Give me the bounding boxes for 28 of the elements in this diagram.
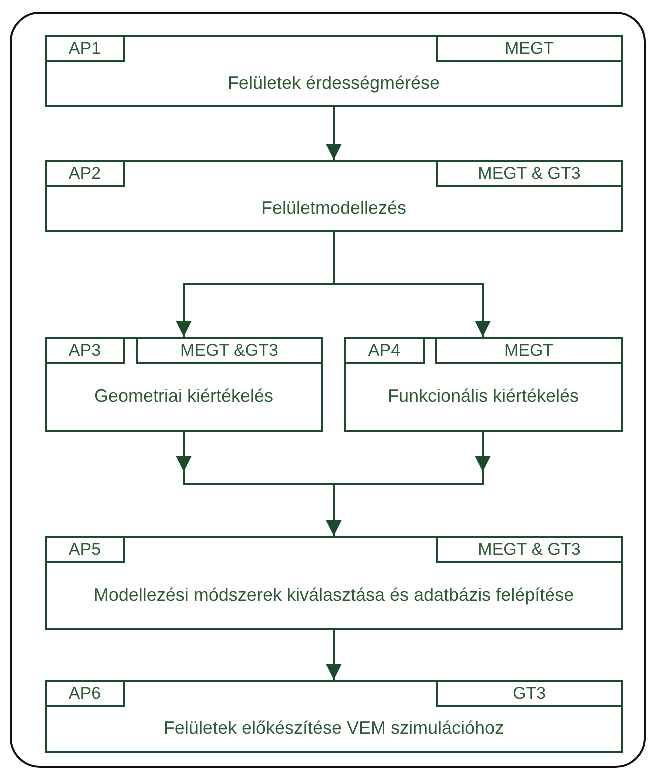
process-box [45, 160, 623, 232]
process-title: Felületek előkészítése VEM szimulációhoz [162, 717, 506, 740]
process-title: Modellezési módszerek kiválasztása és adatbázis felépítése [92, 584, 576, 607]
team-tab: MEGT &GT3 [136, 337, 323, 364]
work-package-tab: AP4 [344, 337, 425, 364]
process-box [45, 35, 623, 107]
process-title: Geometriai kiértékelés [93, 385, 275, 408]
process-box [45, 680, 623, 753]
team-tab: MEGT [435, 337, 623, 364]
process-box [45, 536, 623, 630]
process-box [45, 337, 323, 432]
process-title: Funkcionális kiértékelés [386, 385, 580, 408]
team-tab: MEGT & GT3 [436, 536, 623, 563]
work-package-tab: AP1 [45, 35, 125, 62]
arrow [326, 107, 342, 160]
work-package-tab: AP2 [45, 160, 125, 187]
process-title: Felületmodellezés [260, 196, 408, 220]
arrow [326, 432, 491, 536]
team-tab: GT3 [436, 680, 623, 707]
work-package-tab: AP6 [45, 680, 125, 707]
process-title: Felületek érdességmérése [226, 72, 442, 95]
arrow [333, 232, 491, 337]
work-package-tab: AP5 [45, 536, 125, 563]
team-tab: MEGT [436, 35, 623, 62]
process-box [344, 337, 623, 432]
team-tab: MEGT & GT3 [436, 160, 623, 187]
work-package-tab: AP3 [45, 337, 125, 364]
arrow [326, 630, 342, 680]
